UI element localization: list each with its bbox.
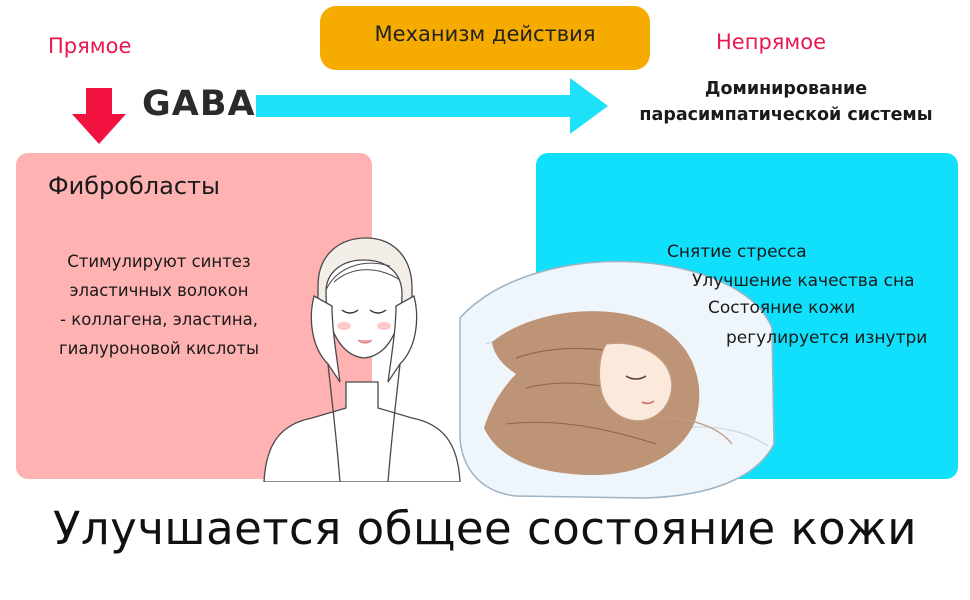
mechanism-badge: Механизм действия [320, 6, 650, 70]
woman-touching-face-illustration [263, 237, 461, 482]
gaba-label: GABA [142, 84, 256, 124]
benefit-item: Улучшение качества сна [692, 271, 915, 291]
fibroblasts-line: Стимулируют синтез [67, 252, 251, 271]
right-arrow-icon [256, 78, 608, 134]
parasympathetic-line-2: парасимпатической системы [639, 105, 933, 125]
conclusion-title: Улучшается общее состояние кожи [53, 502, 917, 555]
fibroblasts-title: Фибробласты [48, 172, 220, 200]
parasympathetic-line-1: Доминирование [704, 79, 868, 99]
fibroblasts-line: - коллагена, эластина, [60, 310, 258, 329]
direct-label: Прямое [48, 34, 132, 58]
benefit-item: регулируется изнутри [726, 328, 928, 348]
mechanism-label: Механизм действия [374, 22, 596, 46]
fibroblasts-line: гиалуроновой кислоты [58, 339, 260, 358]
fibroblasts-description: Стимулируют синтез эластичных волокон - … [28, 247, 290, 363]
indirect-label: Непрямое [716, 30, 827, 54]
fibroblasts-line: эластичных волокон [69, 281, 249, 300]
sleeping-woman-illustration [459, 260, 775, 499]
down-arrow-icon [72, 88, 126, 144]
benefit-item: Снятие стресса [667, 242, 807, 262]
benefit-item: Состояние кожи [708, 298, 856, 318]
parasympathetic-dominance: Доминирование парасимпатической системы [616, 76, 956, 128]
